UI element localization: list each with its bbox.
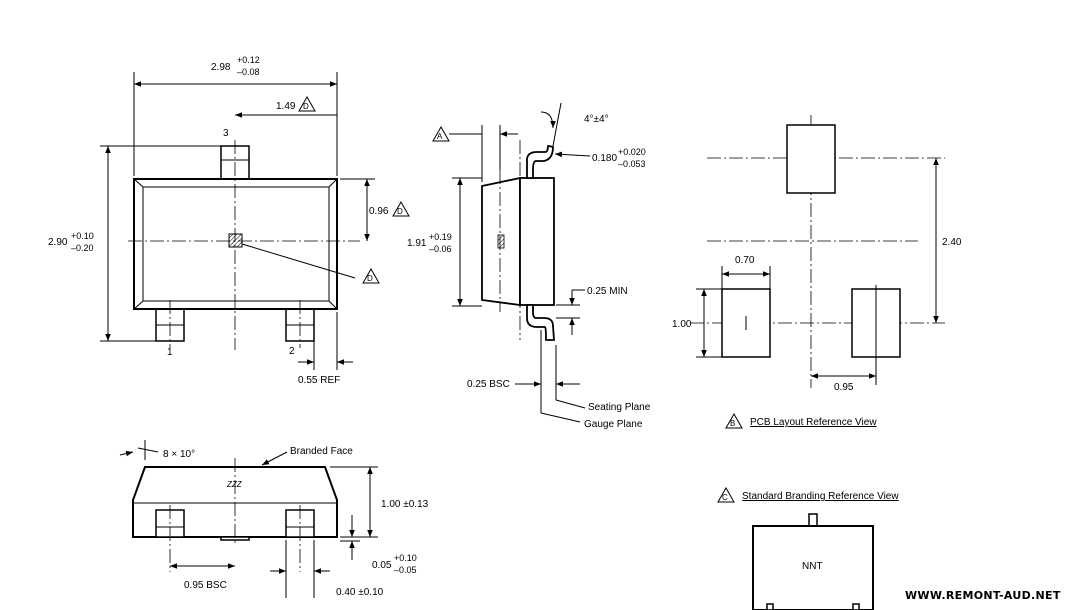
- pad-width-dim: 0.70: [735, 255, 755, 266]
- front-height-dim: 1.00 ±0.13: [381, 499, 429, 510]
- pin-label-2: 2: [289, 346, 295, 357]
- svg-text:A: A: [437, 132, 443, 141]
- branding-pin2: [852, 603, 860, 610]
- datum-a-triangle: A: [432, 125, 450, 142]
- pin-label-1: 1: [167, 347, 173, 358]
- height-tol-minus: –0.20: [71, 243, 94, 253]
- svg-text:C: C: [722, 493, 728, 502]
- thickness-tol-plus: +0.020: [618, 147, 646, 157]
- row-spacing-dim: 2.40: [942, 237, 962, 248]
- datum-d-triangle-top: D: [298, 95, 316, 112]
- body-height-dim: 1.91: [407, 238, 427, 249]
- pin-label-3: 3: [223, 128, 229, 139]
- standoff-dim: 0.05: [372, 560, 392, 571]
- side-lead-top: [526, 145, 554, 179]
- branding-pin3: [808, 513, 818, 527]
- bsc-dim: 0.25 BSC: [467, 379, 510, 390]
- standoff-tol-plus: +0.10: [394, 553, 417, 563]
- body-tol-plus: +0.19: [429, 232, 452, 242]
- half-height-dim: 0.96: [369, 206, 389, 217]
- branded-face-label: Branded Face: [290, 446, 353, 457]
- svg-text:D: D: [397, 207, 403, 216]
- standoff-tol-minus: –0.05: [394, 565, 417, 575]
- pcb-pitch-dim: 0.95: [834, 382, 854, 393]
- thickness-dim: 0.180: [592, 153, 617, 164]
- lead-width-dim: 0.40 ±0.10: [336, 587, 384, 598]
- thickness-tol-minus: –0.053: [618, 159, 646, 169]
- datum-c-triangle: C: [717, 486, 735, 503]
- side-lead-bottom: [526, 304, 555, 341]
- svg-text:D: D: [303, 102, 309, 111]
- pin3-offset-dim: 1.49: [276, 101, 296, 112]
- datum-b-triangle: B: [725, 412, 743, 429]
- center-datum-mark: [228, 233, 243, 248]
- top-view: 2.98 +0.12 –0.08 1.49 D 3 1 2 2.90 +0.10…: [48, 55, 410, 386]
- height-dim: 2.90: [48, 237, 68, 248]
- width-dim: 2.98: [211, 62, 231, 73]
- front-view: ZZZ 8 × 10° Branded Face 1.00 ±0.13 0.05…: [119, 440, 429, 598]
- branding-caption: Standard Branding Reference View: [742, 491, 899, 502]
- top-body-inner: [142, 186, 330, 302]
- side-view: A 4°±4° 0.180 +0.020 –0.053 1.91 +0.19 –…: [407, 102, 651, 430]
- front-marking: ZZZ: [226, 480, 243, 489]
- body-tol-minus: –0.06: [429, 244, 452, 254]
- width-tol-minus: –0.08: [237, 67, 260, 77]
- datum-d-triangle-center: D: [362, 267, 380, 284]
- front-pitch-dim: 0.95 BSC: [184, 580, 227, 591]
- height-tol-plus: +0.10: [71, 231, 94, 241]
- branding-view: C Standard Branding Reference View NNT: [717, 486, 899, 610]
- watermark: WWW.REMONT-AUD.NET: [905, 589, 1061, 602]
- branding-marking: NNT: [802, 561, 823, 572]
- angle-dim: 4°±4°: [584, 114, 609, 125]
- draft-angle-dim: 8 × 10°: [163, 449, 195, 460]
- width-tol-plus: +0.12: [237, 55, 260, 65]
- lead-ref-dim: 0.55 REF: [298, 375, 340, 386]
- svg-text:D: D: [367, 274, 373, 283]
- pcb-view: 0.70 1.00 2.40 0.95 B PCB Layout Referen…: [672, 115, 962, 429]
- svg-text:B: B: [730, 419, 735, 428]
- datum-d-triangle-right: D: [392, 200, 410, 217]
- gauge-plane-label: Gauge Plane: [584, 419, 643, 430]
- side-hatch: [497, 234, 505, 249]
- lead-min-dim: 0.25 MIN: [587, 286, 628, 297]
- seating-plane-label: Seating Plane: [588, 402, 651, 413]
- pad-height-dim: 1.00: [672, 319, 692, 330]
- branding-body: [752, 525, 874, 610]
- pcb-caption: PCB Layout Reference View: [750, 417, 877, 428]
- branding-pin1: [766, 603, 774, 610]
- pcb-pad-top: [786, 124, 836, 194]
